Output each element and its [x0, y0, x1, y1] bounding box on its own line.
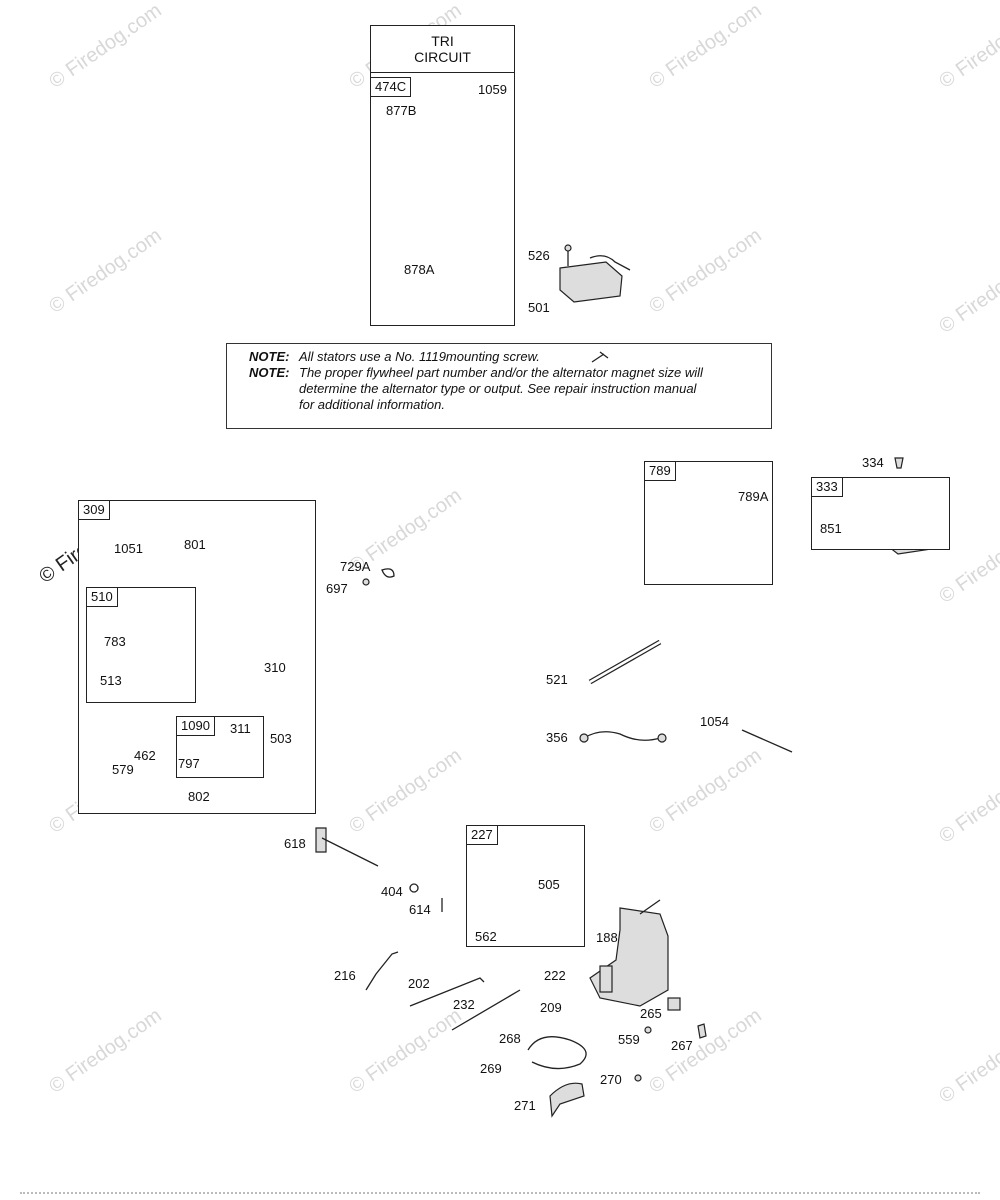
note-key: NOTE:	[249, 365, 290, 380]
box-tag-333: 333	[811, 477, 843, 497]
part-label-783: 783	[104, 634, 126, 649]
stator-box	[370, 25, 515, 326]
part-label-268: 268	[499, 1031, 521, 1046]
control-cable-drawing	[527, 1036, 587, 1070]
part-label-501: 501	[528, 300, 550, 315]
part-label-270: 270	[600, 1072, 622, 1087]
part-label-271: 271	[514, 1098, 536, 1113]
part-label-269: 269	[480, 1061, 502, 1076]
part-label-618: 618	[284, 836, 306, 851]
part-label-1051: 1051	[114, 541, 143, 556]
note-panel: NOTE: All stators use a No. 1119mounting …	[226, 343, 772, 429]
part-label-505: 505	[538, 877, 560, 892]
part-label-801: 801	[184, 537, 206, 552]
part-label-216: 216	[334, 968, 356, 983]
box-tag-227: 227	[466, 825, 498, 845]
part-label-697: 697	[326, 581, 348, 596]
part-label-209: 209	[540, 1000, 562, 1015]
box-tag-1090: 1090	[176, 716, 215, 736]
part-label-521: 521	[546, 672, 568, 687]
part-label-202: 202	[408, 976, 430, 991]
regulator-drawing	[559, 244, 631, 303]
part-label-878a: 878A	[404, 262, 435, 277]
tri-label: TRI	[431, 33, 454, 49]
box-tag-309: 309	[78, 500, 110, 520]
part-label-232: 232	[453, 997, 475, 1012]
part-label-526: 526	[528, 248, 550, 263]
part-label-334: 334	[862, 455, 884, 470]
box-tag-510: 510	[86, 587, 118, 607]
part-label-267: 267	[671, 1038, 693, 1053]
part-label-1059: 1059	[478, 82, 507, 97]
box-tag-789: 789	[644, 461, 676, 481]
part-label-877b: 877B	[386, 103, 417, 118]
lever-box-227	[466, 825, 585, 947]
part-label-265: 265	[640, 1006, 662, 1021]
note-text-2a: The proper flywheel part number and/or t…	[299, 365, 703, 380]
note-text-2b: determine the alternator type or output.…	[299, 381, 697, 396]
brush-box-1090	[176, 716, 264, 778]
part-label-797: 797	[178, 756, 200, 771]
part-label-356: 356	[546, 730, 568, 745]
ground-wire-drawing	[583, 731, 661, 741]
part-label-559: 559	[618, 1032, 640, 1047]
page-footer-rule	[20, 1192, 980, 1197]
part-label-1054: 1054	[700, 714, 729, 729]
part-label-503: 503	[270, 731, 292, 746]
circuit-label: CIRCUIT	[414, 49, 471, 65]
part-label-562: 562	[475, 929, 497, 944]
part-label-310: 310	[264, 660, 286, 675]
part-label-851: 851	[820, 521, 842, 536]
part-label-462: 462	[134, 748, 156, 763]
tri-circuit-title: TRI CIRCUIT	[370, 25, 515, 73]
note-text-1: All stators use a No. 1119mounting screw…	[299, 349, 540, 364]
harness-box-789	[644, 461, 773, 585]
part-label-729a: 729A	[340, 559, 371, 574]
part-label-802: 802	[188, 789, 210, 804]
part-label-404: 404	[381, 884, 403, 899]
part-label-513: 513	[100, 673, 122, 688]
part-label-579: 579	[112, 762, 134, 777]
note-text-2c: for additional information.	[299, 397, 445, 412]
note-key: NOTE:	[249, 349, 290, 364]
part-label-789a: 789A	[738, 489, 769, 504]
part-label-614: 614	[409, 902, 431, 917]
part-label-222: 222	[544, 968, 566, 983]
part-label-311: 311	[230, 721, 251, 736]
part-label-188: 188	[596, 930, 618, 945]
box-tag-474c: 474C	[370, 77, 412, 97]
